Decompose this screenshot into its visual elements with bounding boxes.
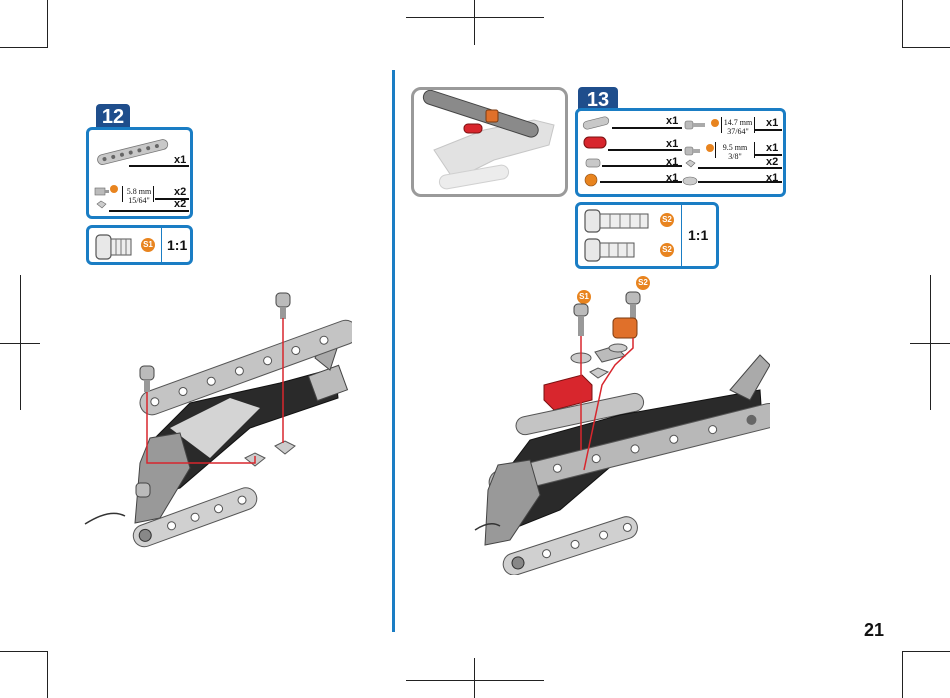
registration-mark [930, 275, 931, 410]
leader-line [754, 129, 782, 131]
measure-text: 14.7 mm 37/64" [723, 118, 753, 136]
crop-mark [0, 651, 48, 652]
measure-text: 5.8 mm 15/64" [125, 187, 153, 205]
crop-mark [902, 0, 903, 48]
badge-S2: S2 [660, 213, 674, 227]
measure-inch: 3/8" [728, 152, 742, 161]
scale-box-step13: S2 S2 1:1 [575, 202, 719, 269]
measure-mm: 14.7 mm [724, 118, 752, 127]
qty-nut: x2 [766, 156, 778, 168]
qty-nut: x2 [174, 198, 186, 210]
scale-label: 1:1 [688, 227, 708, 243]
registration-mark [406, 680, 544, 681]
measure-mm: 9.5 mm [723, 143, 747, 152]
qty-spacer: x1 [766, 172, 778, 184]
crop-mark [902, 651, 903, 698]
parts-list-step13: x1 x1 x1 x1 14.7 mm 37/64" x1 9.5 mm 3/8… [575, 108, 786, 197]
assembly-illustration-step12 [80, 288, 352, 563]
badge-S2: S2 [660, 243, 674, 257]
qty-long-strip: x1 [174, 154, 186, 166]
preview-illustration [414, 90, 565, 194]
qty-washer-bracket: x1 [666, 156, 678, 168]
qty-bolt-long: x1 [766, 117, 778, 129]
crop-mark [0, 47, 48, 48]
assembly-illustration-step13 [470, 290, 770, 575]
parts-list-step12: x1 5.8 mm 15/64" x2 x2 [86, 127, 193, 219]
leader-line [612, 127, 682, 129]
registration-mark [406, 17, 544, 18]
measure-tick [721, 117, 722, 133]
bolt-scale-icon [93, 230, 143, 264]
measure-tick [153, 186, 154, 202]
measure-inch: 37/64" [727, 127, 749, 136]
scale-label: 1:1 [167, 237, 187, 253]
registration-mark [474, 658, 475, 698]
preview-box-step13 [411, 87, 568, 197]
measure-inch: 15/64" [128, 196, 150, 205]
qty-red-coupler: x1 [666, 138, 678, 150]
scale-divider [161, 228, 162, 262]
scale-divider [681, 205, 682, 266]
measure-tick [754, 117, 755, 133]
measure-badge [110, 185, 118, 193]
bolt-scale-icons [582, 207, 662, 267]
measure-badge [711, 119, 719, 127]
qty-orange-nut: x1 [666, 172, 678, 184]
scale-box-step12: S1 1:1 [86, 225, 193, 265]
qty-short-strip: x1 [666, 115, 678, 127]
crop-mark [47, 0, 48, 48]
page-divider [392, 70, 395, 632]
leader-line [109, 210, 189, 212]
page-number: 21 [864, 620, 884, 641]
measure-text: 9.5 mm 3/8" [717, 143, 753, 161]
measure-tick [122, 186, 123, 202]
qty-bolt: x2 [174, 186, 186, 198]
measure-mm: 5.8 mm [127, 187, 151, 196]
qty-bolt-medium: x1 [766, 142, 778, 154]
measure-tick [754, 142, 755, 158]
crop-mark [902, 651, 950, 652]
measure-tick [715, 142, 716, 158]
badge-S1: S1 [141, 238, 155, 252]
badge-S2: S2 [636, 276, 650, 290]
registration-mark [474, 0, 475, 45]
measure-badge [706, 144, 714, 152]
crop-mark [47, 651, 48, 698]
crop-mark [902, 47, 950, 48]
registration-mark [20, 275, 21, 410]
